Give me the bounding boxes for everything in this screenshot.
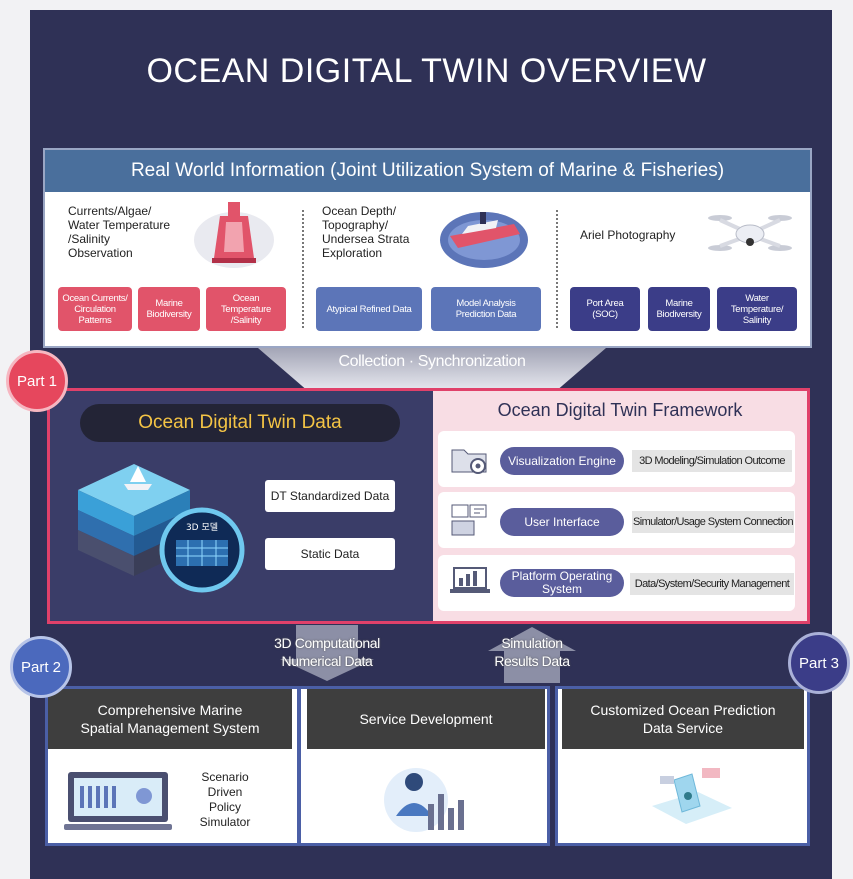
arrow-line: 3D Computational [274,635,380,651]
rw-item: Port Area(SOC) [570,287,640,331]
divider [302,210,304,328]
down-arrow-icon [280,625,374,681]
item-line: Circulation [74,303,116,315]
item-line: Model Analysis [456,298,516,309]
aerial-label: Ariel Photography [580,228,676,242]
label-line: Ocean Depth/ [322,204,397,218]
phone-data-icon [652,768,732,824]
up-arrow-label: Simulation Results Data [470,634,594,670]
label-line: Currents/Algae/ [68,204,152,218]
label-line: Water Temperature [68,218,171,232]
static-data: Static Data [265,538,395,570]
label-line: /Salinity [68,232,111,246]
item-line: (SOC) [592,309,618,320]
item-line: Port Area [586,298,624,309]
label-line: Observation [68,246,133,260]
caption-line: Driven [207,785,243,799]
badge-text: 3D 모델 [186,521,218,533]
real-world-heading: Real World Information (Joint Utilizatio… [45,150,810,192]
item-line: /Salinity [230,314,262,326]
title-line: Data Service [642,720,724,736]
collection-funnel [258,348,606,390]
item-line: Patterns [78,314,112,326]
laptop-chart-icon [450,567,490,593]
label-line: Exploration [322,246,383,260]
user-interface-pill: User Interface [500,508,624,536]
divider [556,210,558,328]
pill-line: System [541,582,582,596]
title-line: Customized Ocean Prediction [590,702,776,718]
item-line: Marine [155,298,183,309]
up-arrow-icon [488,627,576,683]
item-line: Temperature/ [730,303,784,315]
simulator-caption: Scenario Driven Policy Simulator [190,770,260,830]
rw-item: Atypical Refined Data [316,287,422,331]
caption-line: Simulator [199,815,251,829]
ocean-layers-icon: 3D 모델 [78,464,245,593]
item-line: Atypical Refined Data [326,303,412,315]
item-line: Biodiversity [656,309,702,320]
item-line: Marine [665,298,693,309]
arrow-line: Numerical Data [281,653,373,669]
framework-title: Ocean Digital Twin Framework [497,400,743,420]
item-line: Prediction Data [455,309,517,320]
item-line: Ocean Currents/ [62,292,128,304]
item-line: Ocean [232,292,260,304]
part2-badge: Part 2 [10,636,72,698]
buoy-icon [194,202,274,268]
dashboard-icon [451,504,487,536]
title-line: Spatial Management System [80,720,260,736]
exploration-label: Ocean Depth/ Topography/ Undersea Strata… [322,204,409,260]
survey-ship-icon [440,212,528,268]
dt-standardized-data: DT Standardized Data [265,480,395,512]
drone-icon [708,215,792,251]
service-development-title: Service Development [307,689,545,749]
pill-line: Platform Operating [511,569,613,583]
item-line: Water [745,292,769,304]
item-line: Salinity [742,314,772,326]
item-line: Biodiversity [146,309,192,320]
item-line: Temperature [220,303,272,315]
framework-desc: Simulator/Usage System Connection [632,511,794,533]
visualization-engine-pill: Visualization Engine [500,447,624,475]
observation-label: Currents/Algae/ Water Temperature /Salin… [68,204,170,260]
part3-badge: Part 3 [788,632,850,694]
arrow-line: Results Data [494,653,570,669]
collection-label: Collection · Synchronization [338,353,526,370]
dt-data-title: Ocean Digital Twin Data [80,404,400,442]
label-line: Topography/ [322,218,389,232]
folder-gear-icon [451,449,487,474]
framework-desc: 3D Modeling/Simulation Outcome [632,450,792,472]
part1-badge: Part 1 [6,350,68,412]
page-title: OCEAN DIGITAL TWIN OVERVIEW [146,52,707,90]
down-arrow-label: 3D Computational Numerical Data [262,634,392,670]
caption-line: Scenario [201,770,249,784]
title-line: Comprehensive Marine [97,702,243,718]
caption-line: Policy [208,800,241,814]
label-line: Undersea Strata [322,232,410,246]
developer-icon [384,768,464,832]
framework-desc: Data/System/Security Management [630,573,794,595]
monitor-icon [64,772,172,830]
arrow-line: Simulation [501,635,563,651]
